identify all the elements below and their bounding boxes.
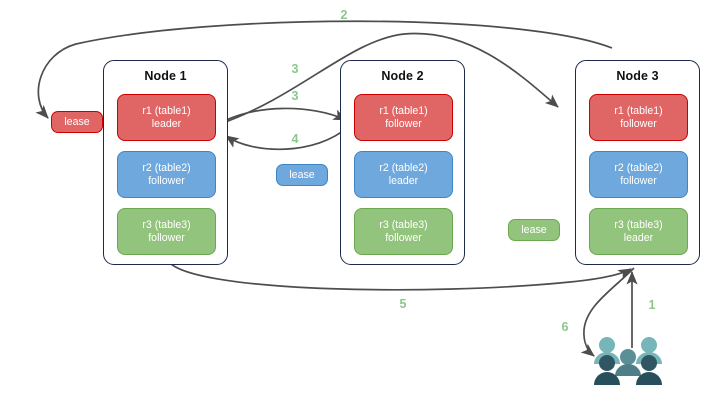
- replica-name: r1 (table1): [142, 104, 191, 117]
- replica-name: r3 (table3): [142, 218, 191, 231]
- replica-role: leader: [151, 117, 182, 130]
- replica-name: r1 (table1): [614, 104, 663, 117]
- replica-name: r3 (table3): [614, 218, 663, 231]
- edge-label-3a: 3: [291, 62, 299, 76]
- replica-r2-node2[interactable]: r2 (table2) leader: [354, 151, 453, 198]
- edge-step-5: [169, 262, 632, 291]
- replica-role: follower: [620, 174, 657, 187]
- replica-name: r2 (table2): [614, 161, 663, 174]
- replica-role: leader: [388, 174, 419, 187]
- replica-role: follower: [385, 231, 422, 244]
- replica-r1-node2[interactable]: r1 (table1) follower: [354, 94, 453, 141]
- node-box-node1[interactable]: Node 1 r1 (table1) leader r2 (table2) fo…: [103, 60, 228, 265]
- replica-r3-node1[interactable]: r3 (table3) follower: [117, 208, 216, 255]
- replica-r2-node3[interactable]: r2 (table2) follower: [589, 151, 688, 198]
- replica-name: r3 (table3): [379, 218, 428, 231]
- replica-r3-node3[interactable]: r3 (table3) leader: [589, 208, 688, 255]
- node-title: Node 3: [616, 69, 659, 83]
- replica-name: r2 (table2): [142, 161, 191, 174]
- node-box-node2[interactable]: Node 2 r1 (table1) follower r2 (table2) …: [340, 60, 465, 265]
- edge-label-4: 4: [291, 132, 299, 146]
- edge-step-3-node2: [218, 107, 347, 125]
- replica-name: r1 (table1): [379, 104, 428, 117]
- lease-badge-r3[interactable]: lease: [508, 219, 560, 241]
- lease-badge-r1[interactable]: lease: [51, 111, 103, 133]
- replica-role: follower: [620, 117, 657, 130]
- replica-r1-node1[interactable]: r1 (table1) leader: [117, 94, 216, 141]
- replica-r1-node3[interactable]: r1 (table1) follower: [589, 94, 688, 141]
- replica-r2-node1[interactable]: r2 (table2) follower: [117, 151, 216, 198]
- lease-badge-r2[interactable]: lease: [276, 164, 328, 186]
- replica-role: follower: [148, 174, 185, 187]
- replica-r3-node2[interactable]: r3 (table3) follower: [354, 208, 453, 255]
- node-box-node3[interactable]: Node 3 r1 (table1) follower r2 (table2) …: [575, 60, 700, 265]
- replica-role: follower: [385, 117, 422, 130]
- node-title: Node 1: [144, 69, 187, 83]
- users-group-icon[interactable]: [592, 334, 664, 392]
- replica-role: leader: [623, 231, 654, 244]
- edge-label-6: 6: [561, 320, 569, 334]
- replica-name: r2 (table2): [379, 161, 428, 174]
- edge-label-2: 2: [340, 8, 348, 22]
- edge-label-1: 1: [648, 298, 656, 312]
- replica-role: follower: [148, 231, 185, 244]
- users-group-svg: [594, 337, 662, 385]
- edge-label-5: 5: [399, 297, 407, 311]
- edge-label-3b: 3: [291, 89, 299, 103]
- node-title: Node 2: [381, 69, 424, 83]
